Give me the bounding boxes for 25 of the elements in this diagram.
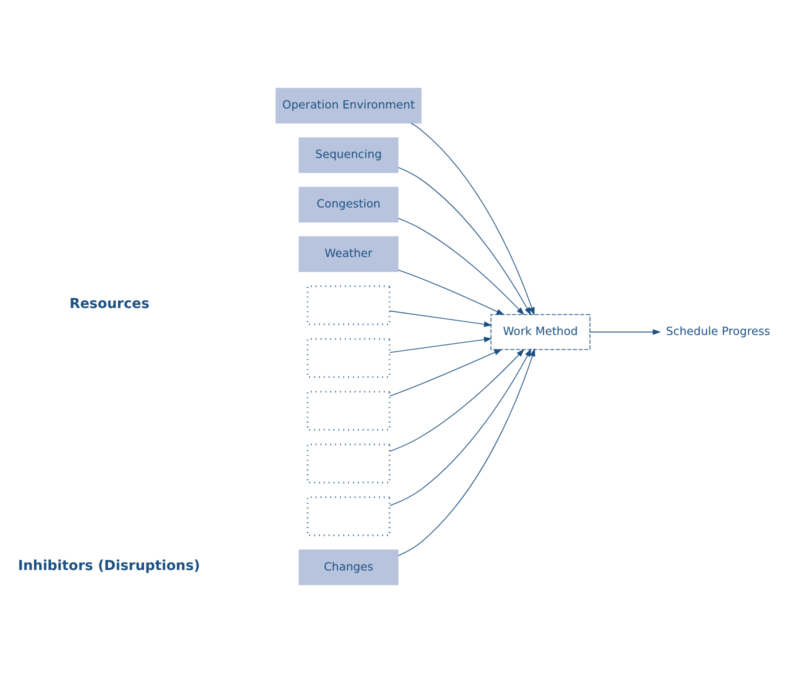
node-box: Congestion	[298, 186, 398, 223]
label: Resources	[69, 296, 150, 312]
arrow	[410, 122, 534, 316]
node-box	[306, 338, 390, 378]
arrow	[398, 270, 505, 316]
arrow	[398, 167, 532, 316]
arrow	[389, 336, 492, 353]
arrow	[389, 348, 524, 452]
arrow	[389, 348, 532, 506]
node-box: Weather	[298, 236, 398, 272]
node-box: Work Method	[490, 314, 590, 350]
arrow	[389, 310, 492, 328]
node-box: Sequencing	[298, 137, 398, 174]
label: Inhibitors (Disruptions)	[18, 558, 200, 574]
node-box	[306, 444, 390, 484]
arrow	[398, 218, 524, 316]
node-box: Operation Environment	[276, 88, 422, 124]
node-text: Schedule Progress	[666, 324, 770, 338]
node-box: Changes	[298, 549, 398, 586]
node-box	[306, 496, 390, 536]
arrow	[389, 349, 502, 397]
arrow	[590, 329, 661, 335]
node-box	[306, 285, 390, 326]
arrow	[398, 348, 536, 556]
node-box	[306, 390, 390, 431]
